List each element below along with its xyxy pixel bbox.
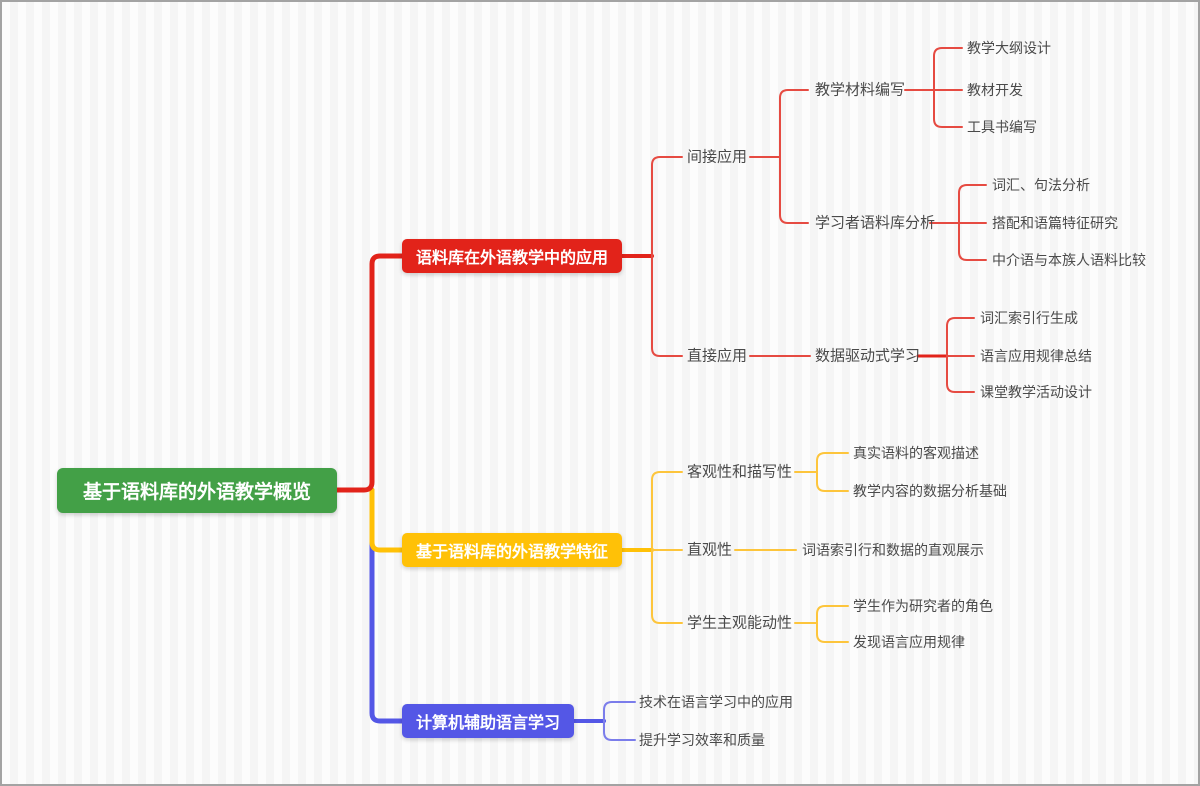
connector-root-to-yellow-branch [369,487,405,553]
connector-root-to-red-branch [334,253,405,493]
node-tech-in-language-learning[interactable]: 技术在语言学习中的应用 [639,694,793,710]
node-student-as-researcher[interactable]: 学生作为研究者的角色 [853,598,993,614]
node-usage-pattern-summary[interactable]: 语言应用规律总结 [980,348,1092,364]
node-improve-learning-efficiency[interactable]: 提升学习效率和质量 [639,732,765,748]
node-direct-application[interactable]: 直接应用 [687,347,748,365]
node-learner-corpus-analysis[interactable]: 学习者语料库分析 [815,214,936,232]
connector-indirect-fork [779,89,809,224]
connector-materials-fork [933,47,963,128]
node-classroom-activity-design[interactable]: 课堂教学活动设计 [980,384,1092,400]
connector-ddl-fork [946,317,975,393]
connector-yellow-level2-fork [651,471,683,624]
node-interlanguage-comparison[interactable]: 中介语与本族人语料比较 [992,252,1146,268]
node-discover-usage-patterns[interactable]: 发现语言应用规律 [853,634,965,650]
connector-objectivity-fork [816,452,849,492]
node-textbook-development[interactable]: 教材开发 [967,82,1023,98]
branch-node-teaching-features[interactable]: 基于语料库的外语教学特征 [402,533,622,567]
root-node[interactable]: 基于语料库的外语教学概览 [57,468,337,513]
node-syllabus-design[interactable]: 教学大纲设计 [967,40,1051,56]
connector-initiative-fork [816,605,849,643]
node-concordance-generation[interactable]: 词汇索引行生成 [980,310,1078,326]
node-data-analysis-basis[interactable]: 教学内容的数据分析基础 [853,483,1007,499]
connector-root-to-blue-branch [369,487,405,724]
node-authentic-corpus-description[interactable]: 真实语料的客观描述 [853,445,979,461]
node-objectivity-descriptiveness[interactable]: 客观性和描写性 [687,463,793,481]
node-data-driven-learning[interactable]: 数据驱动式学习 [815,347,921,365]
branch-node-call[interactable]: 计算机辅助语言学习 [402,704,574,738]
node-collocation-discourse[interactable]: 搭配和语篇特征研究 [992,215,1118,231]
connector-blue-fork [603,701,636,741]
node-concordance-visual-display[interactable]: 词语索引行和数据的直观展示 [802,542,984,558]
node-intuitiveness[interactable]: 直观性 [687,541,733,559]
connector-red-level2-fork [651,156,683,357]
node-student-initiative[interactable]: 学生主观能动性 [687,614,793,632]
node-teaching-materials[interactable]: 教学材料编写 [815,81,906,99]
node-indirect-application[interactable]: 间接应用 [687,148,748,166]
node-reference-book[interactable]: 工具书编写 [967,119,1037,135]
connector-learner-fork [958,184,987,261]
node-lexical-syntax-analysis[interactable]: 词汇、句法分析 [992,177,1090,193]
branch-node-corpus-application[interactable]: 语料库在外语教学中的应用 [402,239,622,273]
